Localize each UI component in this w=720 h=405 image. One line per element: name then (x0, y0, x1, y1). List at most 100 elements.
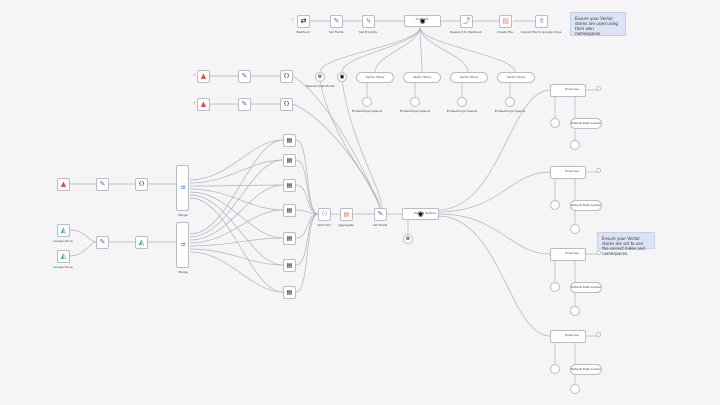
vector-store-tool-3[interactable] (450, 72, 488, 83)
merge-label-a: Merge (178, 213, 188, 217)
vector-store-right-4[interactable] (550, 330, 586, 343)
code-icon: {} (321, 211, 328, 217)
extract-node-4[interactable]: ▤ (283, 204, 296, 217)
splitter-right-4[interactable] (570, 384, 580, 394)
aggregate-node[interactable]: ▤ (340, 208, 353, 221)
vector-store-tool-2[interactable] (403, 72, 441, 83)
pencil-icon: ✎ (99, 238, 106, 246)
google-drive-label-1: Google Drive (53, 239, 73, 243)
sticky-note-mid[interactable]: Ensure your Vector stores are set to use… (597, 232, 655, 256)
trigger-node-c[interactable]: ▲ (57, 178, 70, 191)
output-dot-3[interactable] (596, 250, 601, 255)
extract-node-5[interactable]: ▤ (283, 232, 296, 245)
webhook-node[interactable]: ⇄ (297, 15, 310, 28)
chat-model-center[interactable]: ⚙ (403, 234, 413, 244)
respond-node[interactable]: ⤴ (460, 15, 473, 28)
upload-node[interactable]: ⇪ (535, 15, 548, 28)
set-node-c[interactable]: ✎ (96, 178, 109, 191)
code-icon: {} (138, 181, 145, 187)
sticky-note-top[interactable]: Ensure your Vector stores are used using… (570, 12, 626, 36)
set-fields-label: Set Fields (328, 30, 344, 34)
embeddings-node-1[interactable] (362, 97, 372, 107)
merge-icon: ⇉ (179, 241, 186, 248)
google-drive-trigger-1[interactable]: ◭ (57, 224, 70, 237)
split-out-node[interactable]: {} (318, 208, 331, 221)
extract-node-1[interactable]: ▤ (283, 134, 296, 147)
code-icon: {} (283, 101, 290, 107)
extract-node-6[interactable]: ▤ (283, 259, 296, 272)
embeddings-label-2: Embeddings OpenAI (399, 109, 431, 113)
loader-right-1[interactable] (570, 118, 602, 129)
loader-right-label-1: Default Data Loader (570, 121, 602, 125)
embeddings-node-2[interactable] (410, 97, 420, 107)
vector-store-right-2[interactable] (550, 166, 586, 179)
create-file-node[interactable]: ▤ (499, 15, 512, 28)
set-fields-node[interactable]: ✎ (330, 15, 343, 28)
aggregate-label: Aggregate (338, 223, 354, 227)
set-prompts-node[interactable]: ϟ (362, 15, 375, 28)
vector-store-tool-1[interactable] (356, 72, 394, 83)
code-node-c[interactable]: {} (135, 178, 148, 191)
doc-icon: ▤ (286, 156, 293, 164)
file-icon: ▤ (502, 17, 509, 25)
code-node-b[interactable]: {} (280, 98, 293, 111)
drive-icon: ◭ (60, 226, 67, 234)
output-dot-4[interactable] (596, 332, 601, 337)
ai-agent-label: AI Agent (415, 17, 429, 21)
drive-node-d[interactable]: ◭ (135, 236, 148, 249)
code-node-a[interactable]: {} (280, 70, 293, 83)
chat-model-tool[interactable]: ⚙ (315, 72, 325, 82)
vs-right-label-1: Pinecone (565, 87, 579, 91)
memory-tool[interactable]: ▣ (337, 72, 347, 82)
set-node-d[interactable]: ✎ (96, 236, 109, 249)
alert-icon: ▲ (60, 180, 67, 188)
gear-icon: ⚙ (317, 73, 323, 80)
vs-right-label-4: Pinecone (565, 333, 579, 337)
set-node-a[interactable]: ✎ (238, 70, 251, 83)
splitter-right-1[interactable] (570, 140, 580, 150)
vs-right-label-3: Pinecone (565, 251, 579, 255)
upload-vectors-node[interactable]: ◉ (402, 208, 439, 220)
webhook-icon: ⇄ (300, 17, 307, 25)
extract-node-3[interactable]: ▤ (283, 179, 296, 192)
set-center-node[interactable]: ✎ (374, 208, 387, 221)
extract-node-7[interactable]: ▤ (283, 286, 296, 299)
merge-node-b[interactable]: ⇉ (176, 222, 189, 268)
loader-right-2[interactable] (570, 200, 602, 211)
splitter-right-3[interactable] (570, 306, 580, 316)
output-dot-1[interactable] (596, 86, 601, 91)
trigger-node-a[interactable]: ▲ (197, 70, 210, 83)
loader-right-label-4: Default Data Loader (570, 367, 602, 371)
chat-model-label: OpenAI Chat Model (305, 84, 335, 88)
trigger-bolt-icon: ⚡ (291, 17, 294, 22)
ai-agent-node[interactable]: ◉ (404, 15, 441, 27)
vector-store-tool-4[interactable] (497, 72, 535, 83)
upload-icon: ⇪ (538, 17, 545, 25)
emb-right-4[interactable] (550, 364, 560, 374)
merge-node-a[interactable]: ⇉ (176, 165, 189, 211)
emb-right-2[interactable] (550, 200, 560, 210)
emb-right-1[interactable] (550, 118, 560, 128)
embeddings-node-3[interactable] (457, 97, 467, 107)
output-dot-2[interactable] (596, 168, 601, 173)
google-drive-trigger-2[interactable]: ◭ (57, 250, 70, 263)
emb-right-3[interactable] (550, 282, 560, 292)
trigger-node-b[interactable]: ▲ (197, 98, 210, 111)
pencil-icon: ✎ (99, 180, 106, 188)
doc-icon: ▤ (286, 136, 293, 144)
loader-right-3[interactable] (570, 282, 602, 293)
vector-store-label-1: Vector Store (365, 75, 385, 79)
embeddings-label-4: Embeddings OpenAI (494, 109, 526, 113)
extract-node-2[interactable]: ▤ (283, 154, 296, 167)
drive-icon: ◭ (138, 238, 145, 246)
splitter-right-2[interactable] (570, 224, 580, 234)
drive-icon: ◭ (60, 252, 67, 260)
loader-right-4[interactable] (570, 364, 602, 375)
set-node-b[interactable]: ✎ (238, 98, 251, 111)
vector-store-right-3[interactable] (550, 248, 586, 261)
split-out-label: Split Out (317, 223, 331, 227)
vector-store-right-1[interactable] (550, 84, 586, 97)
embeddings-label-3: Embeddings OpenAI (446, 109, 478, 113)
embeddings-node-4[interactable] (505, 97, 515, 107)
